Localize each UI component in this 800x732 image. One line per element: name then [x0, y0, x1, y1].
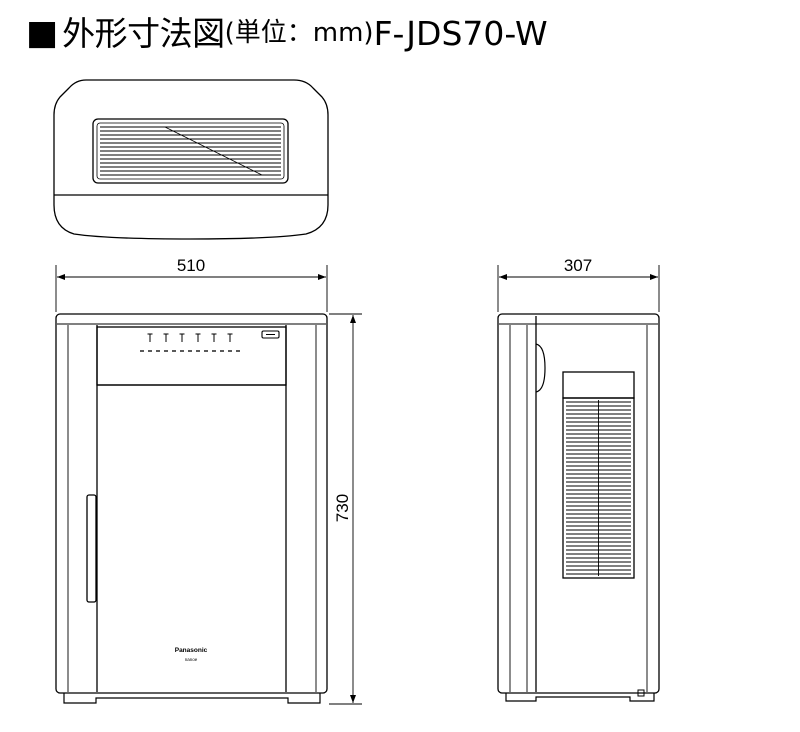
- front-view: [55, 313, 328, 704]
- side-handle-profile: [535, 343, 546, 393]
- front-body-outline: [55, 313, 328, 694]
- status-indicator-icon: [261, 330, 280, 339]
- side-grille: [566, 400, 631, 576]
- dimension-depth-label: 307: [564, 256, 592, 275]
- side-body-outline: [497, 313, 660, 694]
- side-rear-connector: [637, 689, 645, 697]
- top-outlet-inner: [96, 122, 285, 180]
- top-louver-diagonal: [164, 126, 263, 176]
- top-view-outline: [53, 79, 329, 240]
- dimension-width-label: 510: [177, 256, 205, 275]
- top-view: [53, 79, 329, 240]
- dimension-height: [329, 313, 362, 705]
- side-grille-frame: [562, 397, 635, 579]
- front-door-handle: [86, 494, 97, 603]
- side-outlet-top: [562, 371, 635, 399]
- title-model: F-JDS70-W: [373, 13, 548, 53]
- top-outlet-grille: [100, 126, 281, 176]
- front-logo-sub: nanoe: [185, 657, 198, 662]
- side-view: [497, 313, 660, 702]
- control-panel-buttons: [147, 333, 233, 342]
- dimension-depth: [497, 265, 660, 312]
- title-square-mark: ■: [26, 13, 59, 53]
- side-base-feet: [505, 693, 655, 702]
- drawing-title: ■ 外形寸法図 (単位：mm) F-JDS70-W: [26, 8, 548, 58]
- dimension-height-label: 730: [333, 494, 352, 522]
- front-logo-brand: Panasonic: [175, 647, 208, 654]
- control-panel: [96, 326, 287, 386]
- top-outlet-frame: [92, 118, 289, 184]
- title-main: 外形寸法図: [62, 13, 225, 53]
- title-unit: (単位：mm): [224, 18, 374, 48]
- front-base-feet: [63, 693, 321, 704]
- dimension-width: [55, 265, 328, 312]
